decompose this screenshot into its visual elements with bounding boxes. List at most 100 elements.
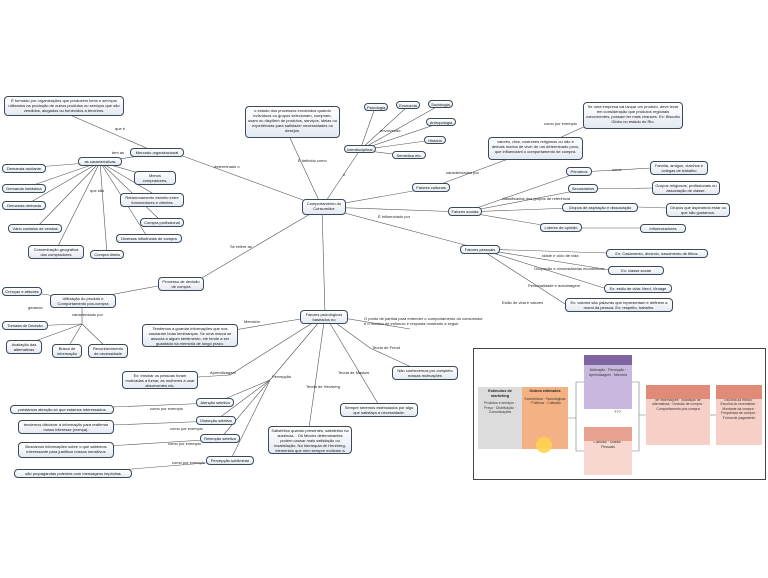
label-ponto-partida: O ponto de partida para entender o compo… (364, 316, 483, 326)
secundarios-node[interactable]: Secundários (568, 184, 598, 193)
decisoes-compra-box: Decisões de compra Escolha do produto · … (716, 385, 762, 445)
influenciadores-node[interactable]: Influenciadores digitais (640, 224, 686, 233)
sempre-seremos-node[interactable]: Sempre seremos estimulados por algo que … (340, 403, 418, 417)
primarios-node[interactable]: Primários (566, 167, 592, 176)
label-como: como (612, 167, 622, 172)
label-gerando: gerando (28, 305, 43, 310)
grupos-aspiracao-node[interactable]: Grupos de aspiração e dissociação (562, 203, 638, 212)
valores-text-node[interactable]: valores, ritos, costumes religiosos ou n… (488, 137, 583, 160)
vario-contatos-node[interactable]: Vário contatos de vendas (8, 224, 62, 233)
label-e-definido: É definido como (298, 158, 327, 163)
ex-ensinar-node[interactable]: Ex: ensinar os pessoas foram motivadas a… (122, 371, 198, 389)
label-caracterizados: caracterizados por (446, 170, 479, 175)
antropologia-node[interactable]: Antropologia (426, 118, 456, 126)
demanda-inelastica-node[interactable]: Demanda inelástica (2, 184, 46, 193)
atencao-seletiva-node[interactable]: Atenção seletiva (196, 398, 234, 407)
psicologia-node[interactable]: Psicologia (364, 103, 388, 111)
memoria-text-node[interactable]: Tendemos a guardar informações que nos c… (142, 324, 238, 347)
concentracao-node[interactable]: Concentração geográfica dos compradores (28, 245, 84, 259)
fatores-sociais-node[interactable]: Fatores sociais (448, 207, 482, 216)
label-percepcao: Percepção (272, 374, 292, 379)
utilizacao-node[interactable]: Utilização do produto e Comportamento pó… (50, 294, 116, 308)
central-concept-node[interactable]: Comportamento do Consumidor (302, 199, 346, 215)
label-influenciado: É influenciado por (378, 214, 411, 219)
label-determinado: determinado o (214, 164, 240, 169)
label-envolvendo: envolvendo (380, 128, 401, 133)
label-como-por-exemplo-2: como por exemplo (170, 426, 203, 431)
semiotica-node[interactable]: Semiótica etc. (392, 151, 426, 159)
label-se-refere: Se refere ao (230, 244, 253, 249)
lideres-node[interactable]: Líderes de opinião (540, 223, 582, 232)
retencao-seletiva-node[interactable]: Retenção seletiva (200, 434, 240, 443)
label-memoria: Memória (244, 319, 260, 324)
menos-compradores-node[interactable]: Menos compradores, porém de maior porte (134, 171, 176, 185)
label-que-sao: que são (90, 188, 105, 193)
label-caracterizado-por: caracterizado por (72, 312, 103, 317)
interdisciplinar-node[interactable]: interdisciplinar (344, 145, 376, 153)
fatores-pessoais-node[interactable]: Fatores pessoais (460, 245, 500, 254)
satisfeitos-node[interactable]: Satisfeitos quando presentes, satisfeito… (268, 426, 352, 454)
grupos-aspiram-node[interactable]: Grupos que aspiramos estar ou que não go… (666, 203, 730, 217)
psicologia-consumidor-box: Psicologia do consumidor Motivação · Per… (584, 355, 632, 409)
demanda-oscilante-node[interactable]: Demanda oscilante (2, 164, 46, 173)
label-teoria-maslow: Teoria de Maslow (338, 370, 370, 375)
label-teoria-freud: Teoria de Freud (372, 345, 401, 350)
label-personalidade: Personalidade e autoimagem (528, 283, 581, 288)
sociologia-node[interactable]: Sociologia (428, 100, 453, 108)
label-tem-as: tem as (112, 150, 125, 155)
ex-estilo-node[interactable]: Ex: estilo de vida: Nerd, Vintage (604, 284, 672, 293)
stimulus-response-model: Estímulos de marketing Produtos e serviç… (473, 348, 766, 480)
compra-profissional-node[interactable]: Compra profissional (140, 218, 184, 227)
label-como-por-exemplo-3: como por exemplo (168, 441, 201, 446)
label-classificados: classificados dos grupos de referência (502, 196, 571, 201)
prestamos-atencao-node[interactable]: prestamos atenção só que estamos interes… (10, 405, 114, 414)
label-como-por-exemplo-4: como por exemplo (172, 460, 205, 465)
ex-casamento-node[interactable]: Ex: Casamento, divórcio, nascimento de f… (606, 249, 708, 258)
caracteristicas-node[interactable]: as características (78, 157, 122, 166)
distorcao-seletiva-node[interactable]: Distorção seletiva (196, 416, 236, 425)
avaliacao-node[interactable]: Avaliação das alternativas (6, 340, 42, 354)
processo-decisao-box: Processo de decisão de compra Reconhecim… (646, 385, 710, 445)
label-aprendizagem: Aprendizagem (210, 370, 236, 375)
economia-node[interactable]: Economia (396, 101, 420, 109)
caracteristicas-consumidor-box: Características do consumidor Culturais … (584, 427, 632, 475)
grupos-religiosos-node[interactable]: Grupos religiosos, profissionais ou asso… (652, 181, 720, 195)
ex-cultural-node[interactable]: Se uma empresa vai lançar um produto, de… (583, 102, 683, 129)
cursor-highlight (536, 437, 552, 453)
relacionamento-node[interactable]: Relacionamento estreito entre fornecedor… (120, 193, 184, 207)
ex-valores-node[interactable]: Ex: valores são palavras que representam… (565, 298, 673, 312)
busca-info-node[interactable]: Busca de informação (52, 344, 82, 358)
inset-arrows (568, 381, 716, 452)
estimulos-marketing-box: Estímulos de marketing Produtos e serviç… (478, 387, 522, 449)
label-idade: Idade e ciclo de vida (542, 253, 579, 258)
label-que-e: que é (115, 126, 126, 131)
crencas-node[interactable]: Crenças e atitudes (2, 287, 42, 296)
reconhecimento-node[interactable]: Reconhecimento de necessidade (88, 344, 128, 358)
demanda-derivada-node[interactable]: Demanda derivada (2, 201, 46, 210)
percepcao-subliminar-node[interactable]: Percepção subliminar (206, 456, 254, 465)
propagandas-node[interactable]: são propagandas potentes com mensagens i… (14, 469, 132, 478)
label-como-por-exemplo-1: como por exemplo (150, 406, 183, 411)
compra-direta-node[interactable]: Compra direta (90, 250, 124, 259)
tendemos-distorcer-node[interactable]: tendemos distorcer a informação para rea… (18, 420, 114, 434)
fatores-psicologicos-node[interactable]: Fatores psicológicos baseados no (300, 310, 348, 324)
label-como-por-exemplo-cultural: como por exemplo (544, 121, 577, 126)
buscamos-info-node[interactable]: Buscamos informações sobre o que sabemos… (18, 442, 114, 458)
org-market-text-node[interactable]: É formado por organizações que produzem … (4, 96, 124, 116)
outros-estimulos-box: Outros estímulos Econômicos · Tecnológic… (522, 387, 568, 449)
inset-mid-label: ??? (614, 409, 621, 414)
label-estilo-valores: Estilo de vida e valores (502, 300, 544, 305)
ex-classe-node[interactable]: Ex: classe social (608, 266, 664, 275)
familia-node[interactable]: Família, amigos, vizinhos e colegas de t… (650, 161, 708, 175)
label-e: e (343, 172, 346, 177)
definition-node[interactable]: o estudo dos processos envolvidos quando… (245, 106, 340, 138)
label-ocupacao: Ocupação e circunstâncias econômicas (534, 266, 605, 271)
mercado-organizacional-node[interactable]: Mercado organizacional (130, 148, 184, 157)
processo-decisao-node[interactable]: Processo de decisão de compra (158, 277, 204, 291)
diversas-influencias-node[interactable]: Diversas influências de compra (116, 234, 182, 243)
label-teoria-herzberg: Teoria de Herzberg (306, 384, 341, 389)
nao-conhecemos-node[interactable]: Não conhecemos por completo nossas motiv… (392, 366, 458, 380)
historia-node[interactable]: História (424, 136, 446, 144)
fatores-culturais-node[interactable]: Fatores culturais (412, 183, 450, 192)
tomada-decisao-node[interactable]: Tomada de Decisão (2, 321, 48, 330)
